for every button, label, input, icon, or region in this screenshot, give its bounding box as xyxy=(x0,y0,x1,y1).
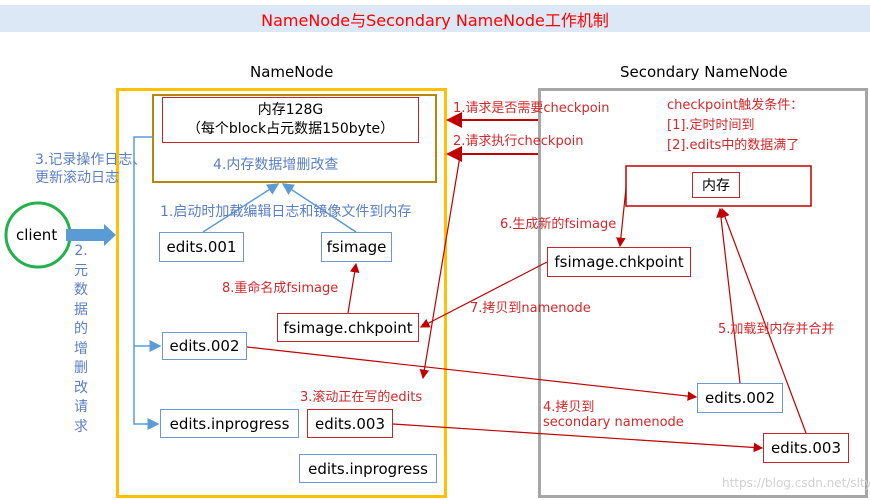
secondary-container xyxy=(538,88,868,498)
diagram-title: NameNode与Secondary NameNode工作机制 xyxy=(0,5,870,32)
namenode-container xyxy=(116,88,447,498)
trigger-title: checkpoint触发条件： xyxy=(667,98,804,113)
step7-label: 7.拷贝到namenode xyxy=(470,301,591,316)
step1-label: 1.启动时加载编辑日志和镜像文件到内存 xyxy=(160,204,412,220)
step5-label: 5.加载到内存并合并 xyxy=(718,322,835,337)
step2-char: 2. xyxy=(74,243,88,259)
step2-char: 增 xyxy=(74,340,88,357)
step6-label: 6.生成新的fsimage xyxy=(500,217,617,232)
step3-log-line1: 3.记录操作日志、 xyxy=(35,152,147,168)
new-edits-inprogress-box: edits.inprogress xyxy=(299,454,437,483)
step2-char: 改 xyxy=(74,379,88,396)
step2-char: 据 xyxy=(74,301,88,318)
step4-copy-line1: 4.拷贝到 xyxy=(543,400,595,415)
secondary-fsimage-chkpoint-box: fsimage.chkpoint xyxy=(547,247,691,277)
memory-size: 内存128G xyxy=(257,102,324,118)
secondary-memory: 内存 xyxy=(692,172,740,198)
step2-char: 的 xyxy=(74,321,88,337)
trigger-condition-2: [2].edits中的数据满了 xyxy=(667,138,800,153)
request2-label: 2.请求执行checkpoin xyxy=(453,134,584,149)
namenode-memory-box xyxy=(152,94,437,183)
namenode-memory: 内存128G （每个block占元数据150byte） xyxy=(162,97,419,143)
step2-char: 元 xyxy=(74,262,88,279)
secondary-edits003-box: edits.003 xyxy=(763,433,849,463)
step2-char: 删 xyxy=(74,360,88,376)
secondary-label: Secondary NameNode xyxy=(620,63,788,81)
namenode-label: NameNode xyxy=(250,63,334,81)
step2-char: 求 xyxy=(74,418,88,435)
edits001-box: edits.001 xyxy=(159,232,244,262)
edits-inprogress-box: edits.inprogress xyxy=(160,409,299,438)
secondary-edits002-box: edits.002 xyxy=(697,383,783,413)
edits002-box: edits.002 xyxy=(162,332,247,360)
namenode-fsimage-chkpoint-box: fsimage.chkpoint xyxy=(277,313,419,342)
step4-copy-line2: secondary namenode xyxy=(543,415,684,430)
edits003-box: edits.003 xyxy=(307,409,393,438)
fsimage-box: fsimage xyxy=(321,232,392,262)
request1-label: 1.请求是否需要checkpoin xyxy=(453,101,610,116)
step2-char: 数 xyxy=(74,282,88,298)
step8-label: 8.重命名成fsimage xyxy=(222,281,339,296)
secondary-memory-box xyxy=(625,165,812,207)
step3-roll-label: 3.滚动正在写的edits xyxy=(300,390,423,405)
client-request-arrow xyxy=(66,224,116,246)
step4-label: 4.内存数据增删改查 xyxy=(213,157,339,173)
step2-label: 2. 元数据的增删改请求 xyxy=(73,242,89,437)
step3-log-line2: 更新滚动日志 xyxy=(35,170,119,186)
memory-note: （每个block占元数据150byte） xyxy=(186,121,395,137)
client-label: client xyxy=(16,226,58,244)
watermark: https://blog.csdn.net/sltylzx xyxy=(722,476,870,490)
trigger-condition-1: [1].定时时间到 xyxy=(667,118,755,133)
step2-char: 请 xyxy=(74,399,88,415)
